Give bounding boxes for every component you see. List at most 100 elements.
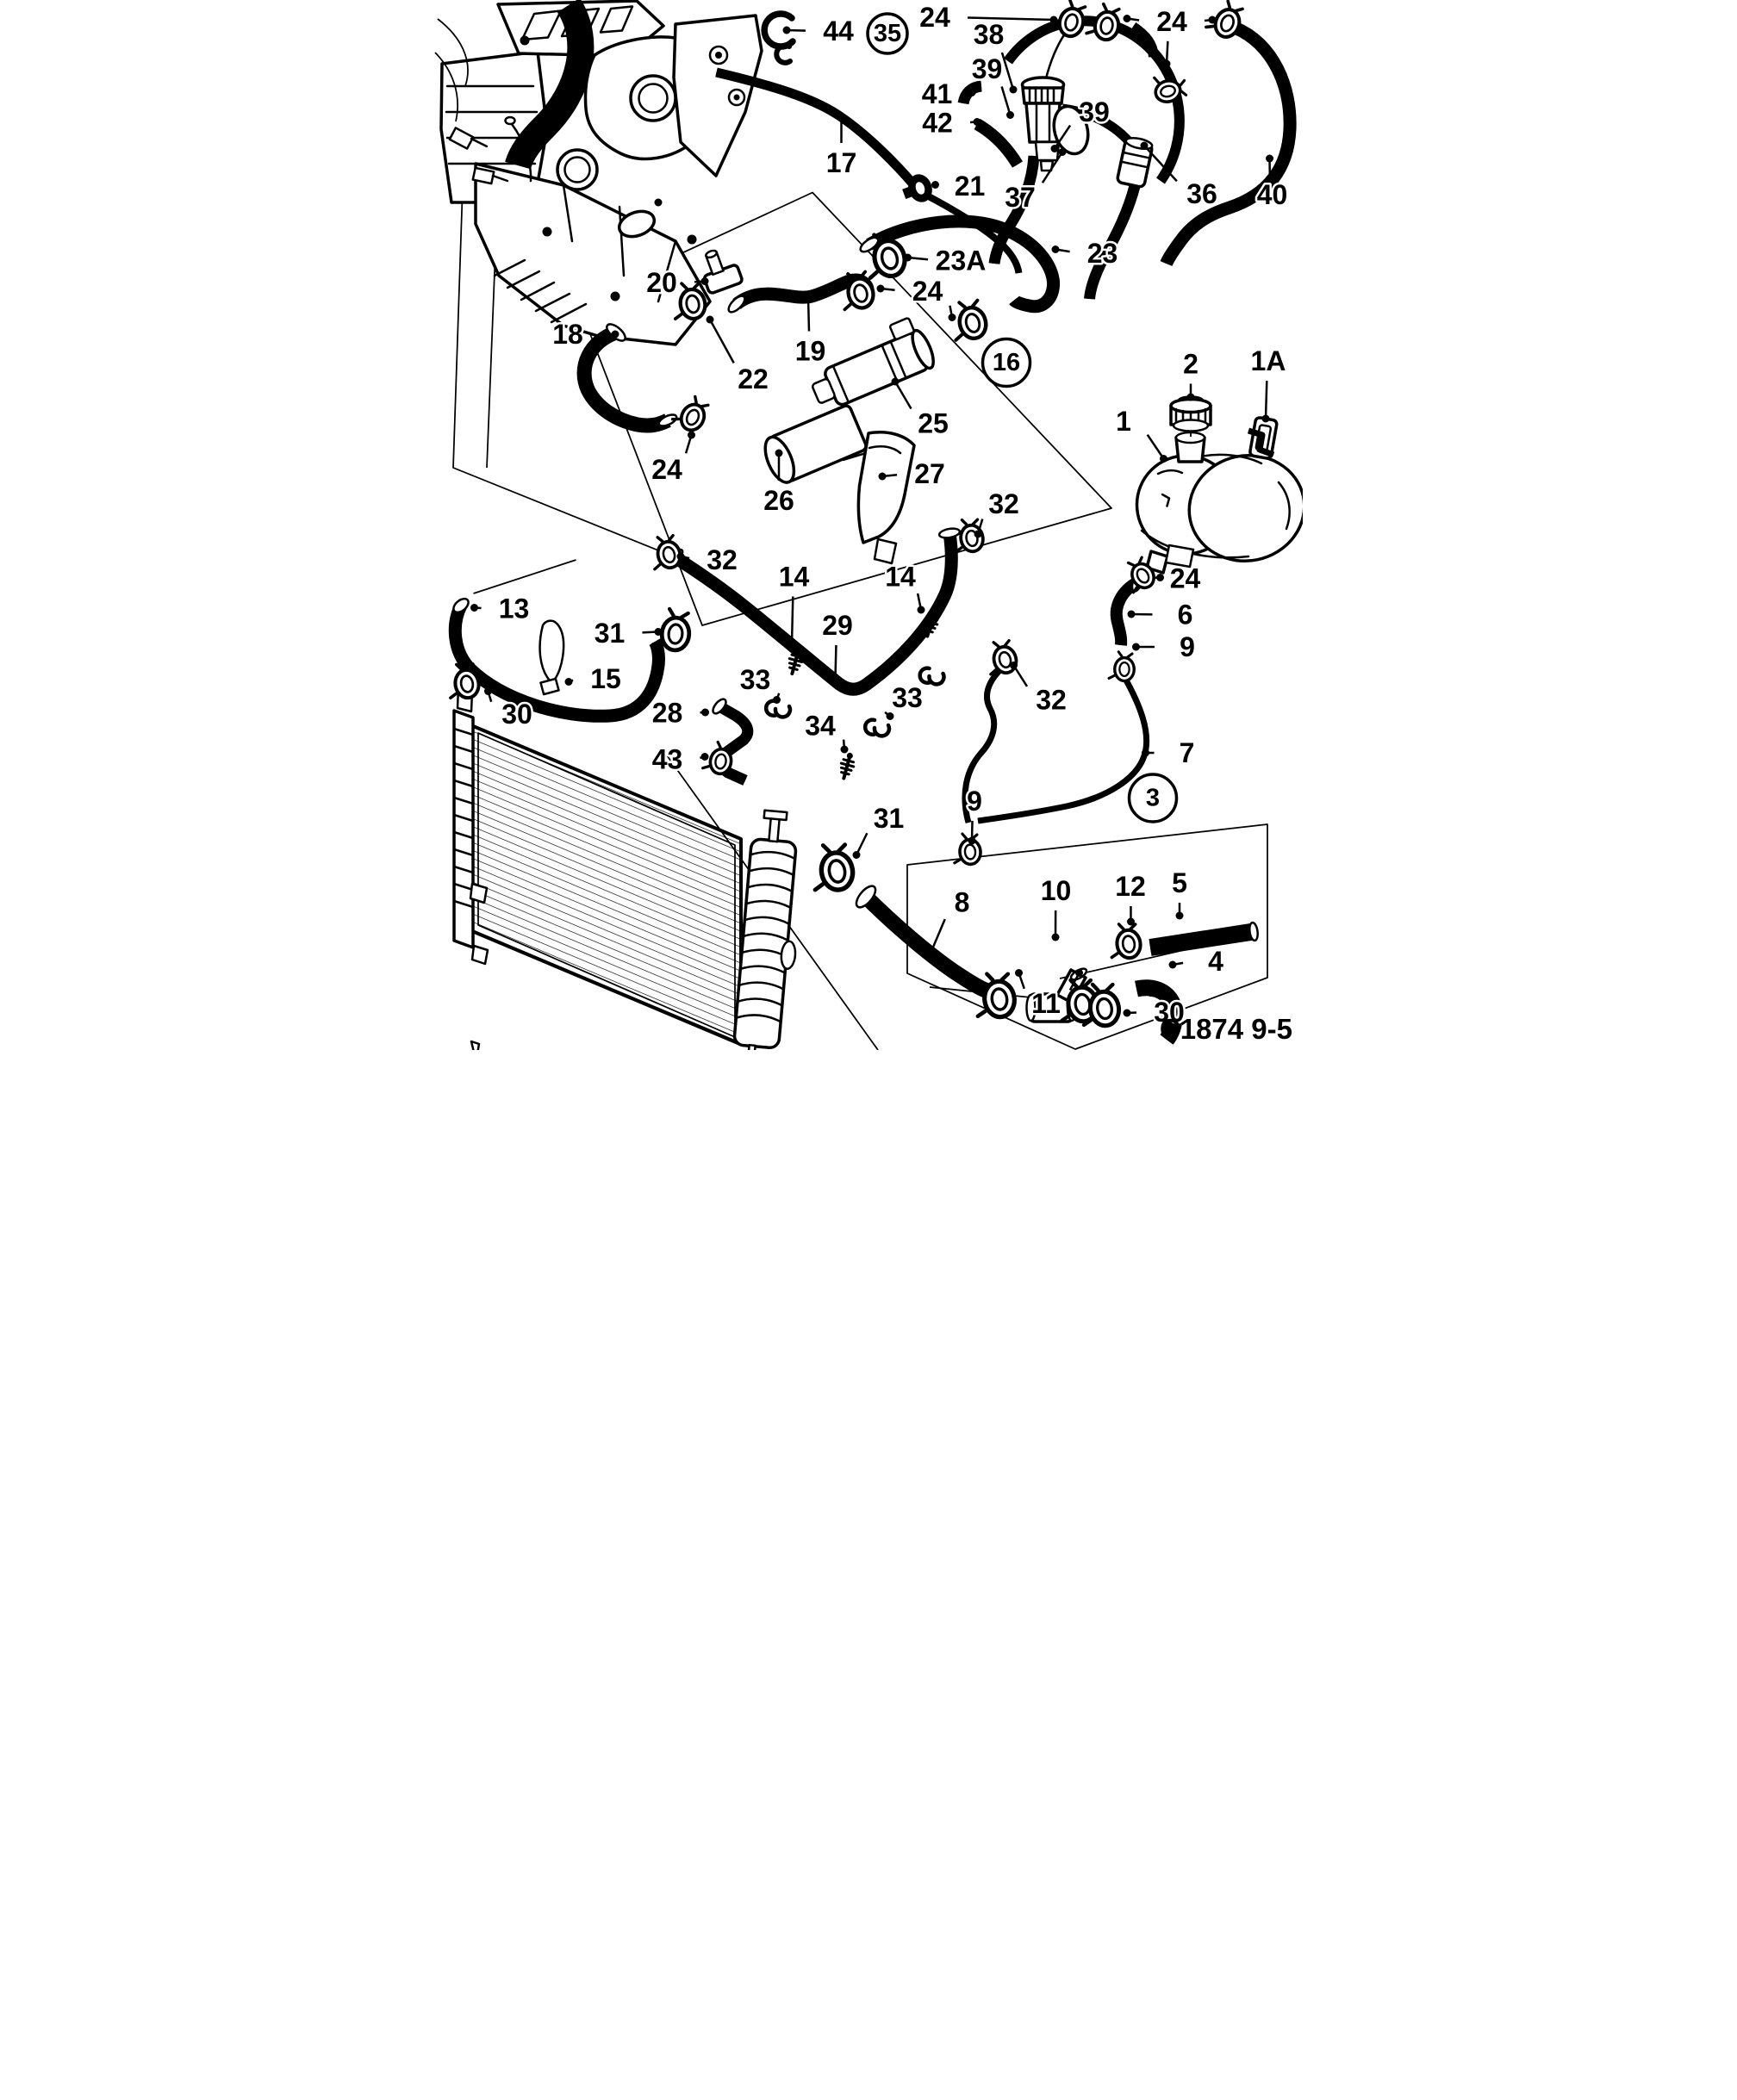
group-badge-label: 16 — [993, 349, 1020, 376]
leader-dot — [1142, 749, 1149, 757]
leader-dot — [974, 530, 982, 538]
pipe-clip-icon — [865, 720, 889, 736]
leader-dot — [1156, 574, 1164, 581]
expansion-tank-illustration — [977, 395, 1303, 824]
callout-label: 14 — [885, 562, 916, 593]
leader-dot — [1051, 245, 1060, 253]
callout-label: 18 — [552, 319, 583, 350]
leader-dot — [840, 745, 849, 754]
callout-label: 32 — [707, 544, 738, 575]
leader-dot — [701, 708, 709, 717]
group-badge-label: 3 — [1146, 785, 1160, 812]
callout-label: 24 — [919, 2, 950, 33]
leader-dot — [1266, 154, 1273, 163]
leader-line — [1264, 380, 1268, 419]
callout-label: 33 — [892, 682, 923, 713]
callout-label: 32 — [988, 488, 1019, 519]
callout-label: 22 — [738, 363, 769, 395]
leader-dot — [1127, 610, 1136, 618]
heater-valve-assembly-illustration — [957, 16, 1297, 300]
callout-label: 5 — [1172, 867, 1187, 898]
callout-label: 24 — [1170, 563, 1201, 594]
callout-label: 14 — [779, 562, 810, 593]
leader-dot — [1261, 414, 1270, 423]
group-badge-circle — [866, 12, 909, 55]
leader-dot — [1186, 393, 1195, 401]
callout-label: 28 — [652, 698, 683, 729]
callout-label: 15 — [590, 663, 621, 694]
leader-dot — [1009, 85, 1018, 94]
leader-dot — [1123, 15, 1131, 22]
hose-clamp-icon — [981, 636, 1021, 679]
callout-label: 37 — [1005, 182, 1036, 213]
callout-label: 7 — [1180, 737, 1195, 768]
callout-label: 27 — [914, 458, 945, 489]
leader-line — [1146, 434, 1165, 460]
callout-label: 24 — [1156, 6, 1187, 37]
callout-label: 10 — [1041, 875, 1072, 906]
leader-line — [1053, 124, 1072, 150]
leader-dot — [876, 284, 885, 293]
leader-dot — [1010, 662, 1018, 669]
aux-water-pump-icon — [811, 317, 935, 407]
callout-label: 19 — [795, 336, 826, 367]
leader-line — [928, 918, 946, 956]
leader-dot — [886, 712, 894, 720]
leader-dot — [706, 315, 714, 324]
pump-cover-icon — [763, 404, 868, 484]
callout-label: 23 — [1087, 238, 1118, 269]
leader-line — [1041, 151, 1064, 183]
hose-clamp-icon — [808, 841, 856, 893]
callout-label: 33 — [740, 664, 771, 695]
leader-dot — [1015, 969, 1023, 977]
check-valve-icon — [1116, 137, 1154, 189]
callout-label: 43 — [652, 744, 683, 775]
callout-label: 42 — [922, 108, 953, 139]
leader-dot — [470, 604, 478, 612]
callout-label: 31 — [874, 803, 905, 834]
leader-dot — [564, 678, 573, 686]
leader-dot — [948, 314, 956, 321]
leader-dot — [654, 628, 663, 636]
engine-illustration — [434, 0, 763, 346]
leader-dot — [1168, 960, 1177, 969]
callout-label: 41 — [922, 78, 953, 109]
callout-label: 2 — [1183, 349, 1198, 380]
hose-clamp-icon — [644, 531, 685, 574]
leader-dot — [1175, 911, 1184, 920]
group-badge-circle — [981, 337, 1032, 388]
leader-dot — [611, 330, 619, 339]
leader-dot — [700, 277, 709, 285]
leader-line — [1000, 52, 1015, 90]
pipe-clip-icon — [920, 668, 944, 685]
leader-dot — [878, 472, 887, 481]
leader-dot — [891, 377, 900, 386]
leader-line — [1143, 145, 1178, 183]
leader-dot — [1160, 455, 1167, 463]
leader-dot — [1127, 917, 1135, 926]
callout-label: 44 — [823, 16, 854, 47]
leader-dot — [831, 674, 839, 682]
cooling-system-parts-diagram: 4424243839414239172137364023A23242019221… — [434, 0, 1303, 1050]
retaining-clip-icon — [761, 10, 796, 65]
leader-line — [834, 644, 837, 679]
callout-label: 1A — [1251, 345, 1286, 376]
leader-line — [855, 832, 868, 856]
group-badge-label: 35 — [874, 20, 901, 47]
leader-dot — [1049, 16, 1058, 24]
leader-dot — [1051, 933, 1060, 941]
leader-dot — [917, 606, 925, 614]
callout-label: 31 — [595, 618, 626, 649]
leader-dot — [1162, 59, 1171, 68]
callout-label: 13 — [499, 593, 530, 624]
callout-label: 24 — [651, 454, 682, 485]
leader-dot — [782, 26, 791, 34]
leader-line — [708, 319, 735, 363]
hose-clamp-icon — [950, 830, 984, 867]
callout-label: 8 — [955, 887, 970, 918]
leader-line — [893, 381, 912, 410]
callout-label: 9 — [967, 786, 982, 817]
leader-dot — [676, 552, 685, 561]
